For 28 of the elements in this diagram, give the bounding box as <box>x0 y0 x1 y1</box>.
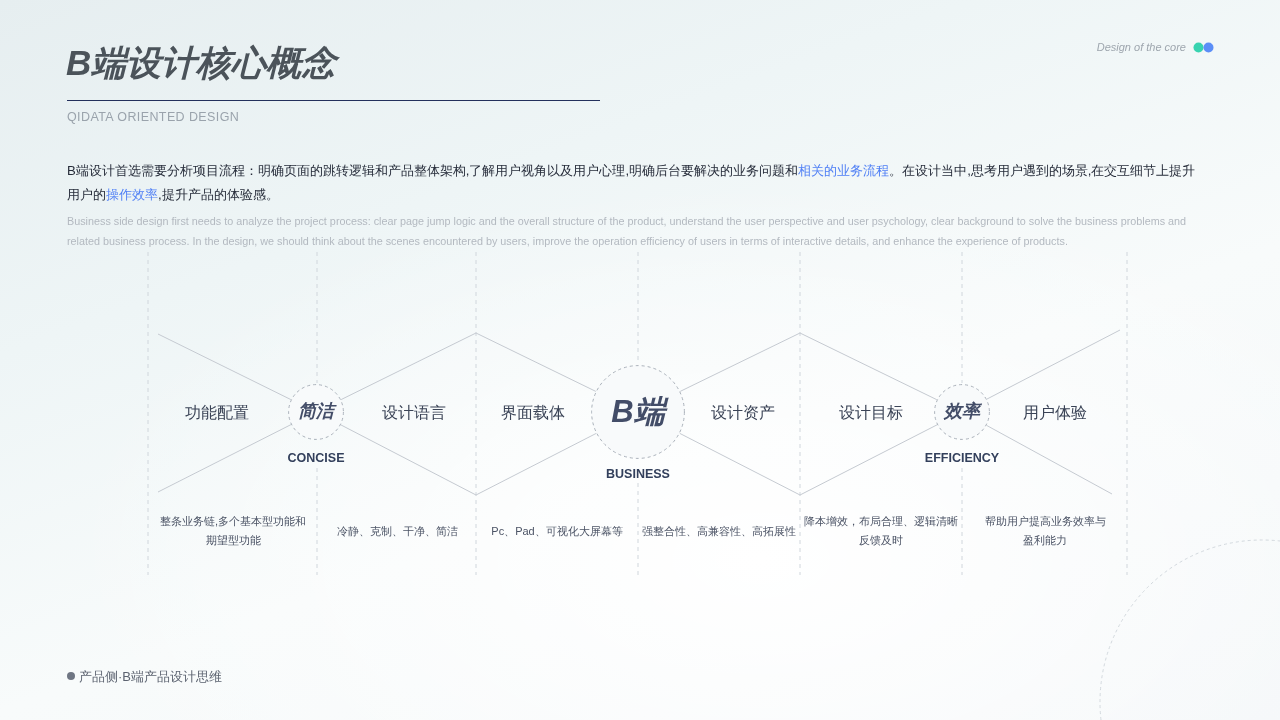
column-description: 帮助用户提高业务效率与盈利能力 <box>983 514 1107 548</box>
connector-line <box>986 424 1113 495</box>
column-heading: 界面载体 <box>501 402 565 423</box>
column-description: 降本增效，布局合理、逻辑清晰反馈及时 <box>803 514 959 548</box>
node-caption: CONCISE <box>287 450 345 466</box>
circle-label: 效率 <box>944 402 980 422</box>
node-caption: BUSINESS <box>606 466 670 482</box>
column-description: Pc、Pad、可视化大屏幕等 <box>491 523 623 539</box>
column-description: 整条业务链,多个基本型功能和期望型功能 <box>158 514 308 548</box>
column-description: 冷静、克制、干净、简洁 <box>336 523 458 539</box>
connector-line <box>679 332 938 401</box>
column-heading: 设计目标 <box>839 402 903 423</box>
column-heading: 功能配置 <box>185 402 249 423</box>
column-description: 强整合性、高兼容性、高拓展性 <box>642 523 796 539</box>
connector-line <box>340 424 597 496</box>
intro-paragraph: B端设计首选需要分析项目流程：明确页面的跳转逻辑和产品整体架构,了解用户视角以及用户心理,明确后台要解决的业务问题和相关的业务流程。在设计当中,思考用户遇到的场景,在交互细节上提升用户的操作效率,提升产品的体验感。 <box>67 162 1197 204</box>
tagline: Design of the core <box>1096 40 1186 54</box>
column-heading: 设计语言 <box>382 402 446 423</box>
connector-line <box>986 329 1121 400</box>
node-caption: EFFICIENCY <box>924 450 1000 466</box>
connector-line <box>157 424 292 493</box>
connector-line <box>679 424 938 496</box>
column-heading: 设计资产 <box>711 402 775 423</box>
connector-line <box>340 332 597 401</box>
footer-note: 产品侧·B端产品设计思维 <box>79 667 222 685</box>
connector-line <box>157 333 292 401</box>
subtitle: QIDATA ORIENTED DESIGN <box>67 109 240 125</box>
column-heading: 用户体验 <box>1023 402 1087 423</box>
